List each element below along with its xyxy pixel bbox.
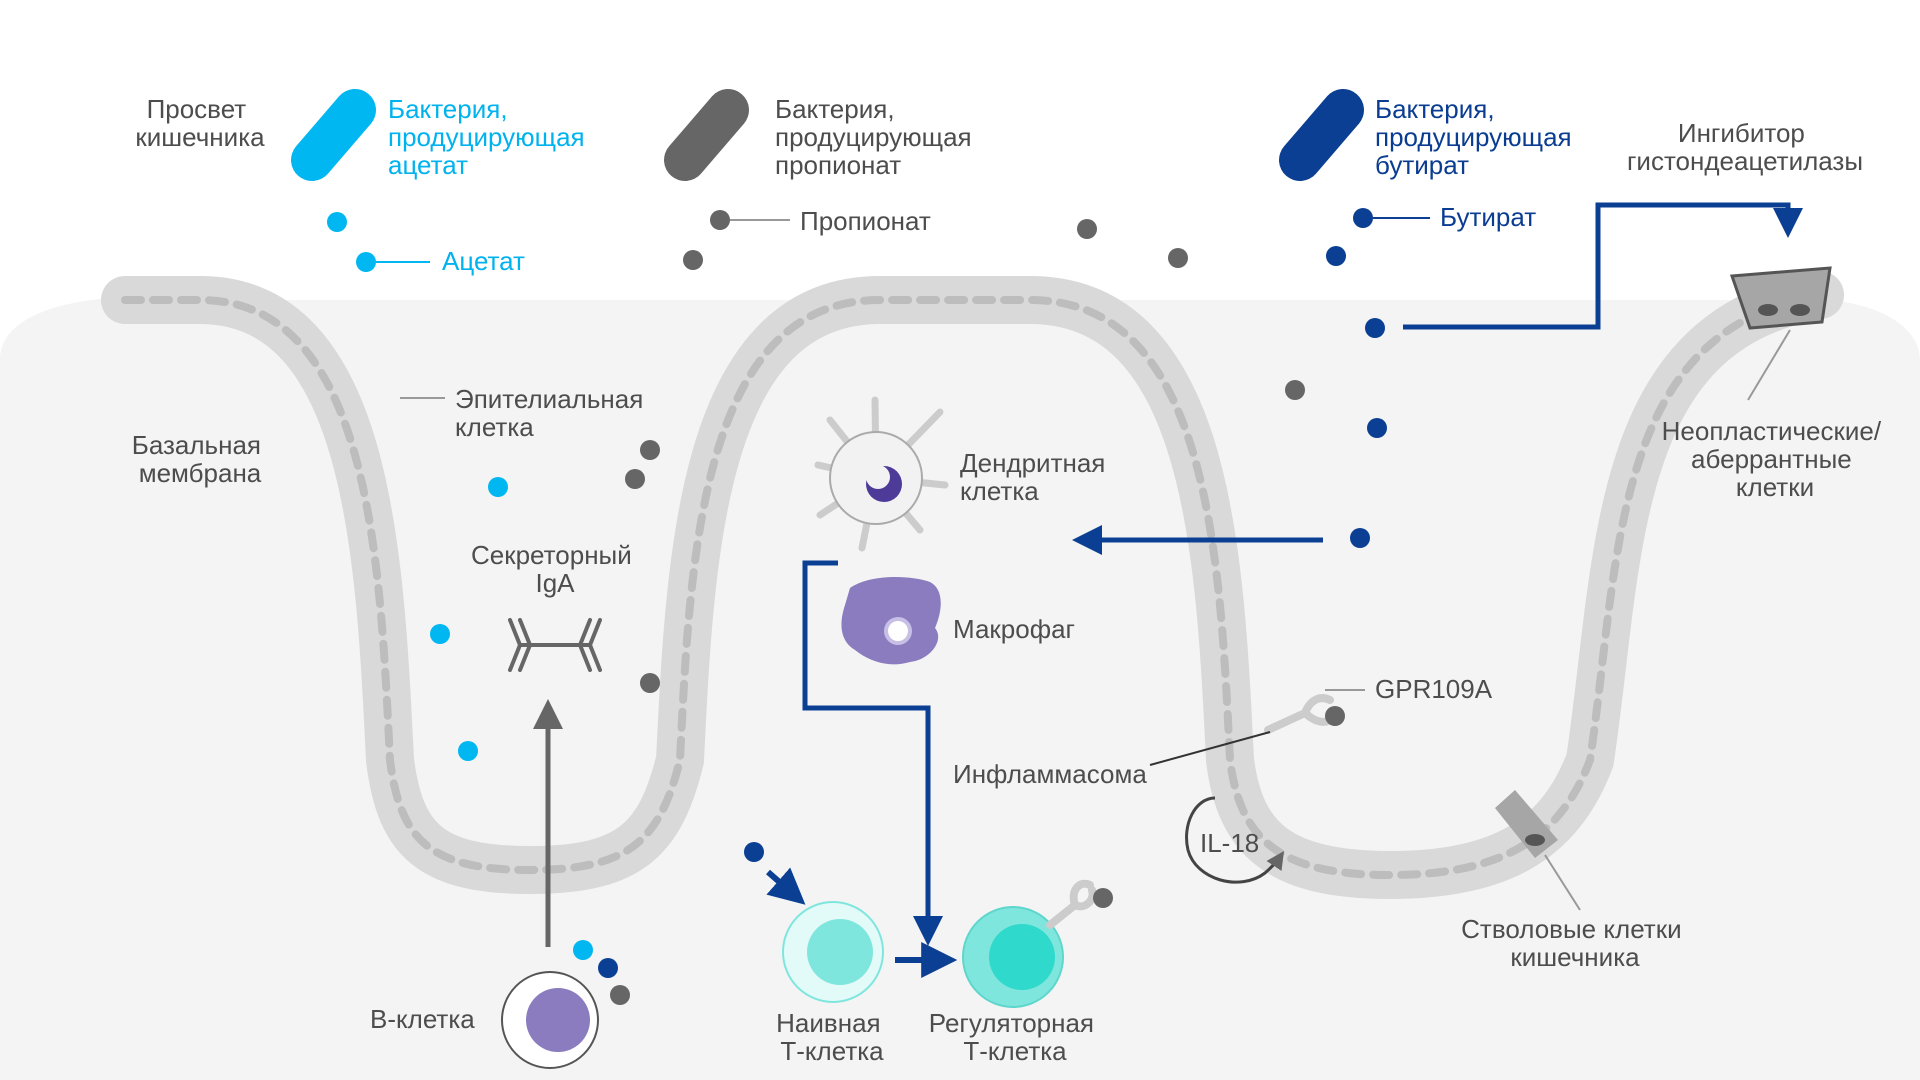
acetate-dot: [573, 940, 593, 960]
propionate-dot: [1093, 888, 1113, 908]
regulatory-t-cell-nucleus: [989, 924, 1055, 990]
propionate-dot: [640, 440, 660, 460]
butyrate-label: Бутират: [1440, 202, 1536, 232]
acetate-dot: [458, 741, 478, 761]
acetate-dot: [356, 252, 376, 272]
il18-loop-arrow: [1185, 796, 1284, 884]
propionate-label: Пропионат: [800, 206, 931, 236]
butyrate-dot: [744, 842, 764, 862]
lumen-label: Просвет кишечника: [135, 94, 265, 152]
treg-receptor-icon: [1046, 879, 1097, 929]
propionate-dot: [610, 985, 630, 1005]
dendritic-cell-icon: [814, 396, 949, 552]
propionate-dot: [640, 673, 660, 693]
hdac-inhibitor-label: Ингибитор гистондеацетилазы: [1627, 118, 1863, 176]
butyrate-bacterium-icon: [1279, 89, 1364, 181]
butyrate-dot: [598, 958, 618, 978]
gpr109a-label: GPR109A: [1375, 674, 1493, 704]
treg-pathway-arrow: [802, 560, 943, 946]
b-cell-nucleus: [526, 988, 590, 1052]
butyrate-dot: [1365, 318, 1385, 338]
butyrate-bacterium-label: Бактерия, продуцирующая бутират: [1375, 94, 1579, 180]
stem-cells-label: Стволовые клетки кишечника: [1461, 914, 1689, 972]
naive-t-cell-label: Наивная Т-клетка: [776, 1008, 888, 1066]
neoplastic-cell-icon: [1729, 266, 1832, 330]
neoplastic-label: Неопластические/ аберрантные клетки: [1662, 416, 1889, 502]
stem-cells-leader: [1544, 854, 1581, 911]
propionate-bacterium-icon: [664, 89, 749, 181]
propionate-bacterium-label: Бактерия, продуцирующая пропионат: [775, 94, 979, 180]
inflammasome-label: Инфламмасома: [953, 759, 1147, 789]
propionate-dot: [1285, 380, 1305, 400]
neoplastic-leader: [1747, 329, 1791, 401]
butyrate-dot: [1350, 528, 1370, 548]
acetate-label: Ацетат: [442, 246, 525, 276]
propionate-dot: [1077, 219, 1097, 239]
inflammasome-leader: [1149, 731, 1271, 766]
butyrate-dot: [1326, 246, 1346, 266]
stem-cell-nucleus: [1525, 834, 1545, 846]
macrophage-nucleus: [884, 617, 912, 645]
dendritic-cell-label: Дендритная клетка: [960, 448, 1113, 506]
antibody-iga-icon: [508, 618, 602, 672]
neoplastic-nucleus: [1790, 304, 1810, 316]
epithelium-dashes: [121, 291, 1824, 880]
butyrate-to-naive-arrow: [766, 867, 806, 905]
propionate-dot: [1325, 706, 1345, 726]
hdac-pathway-arrow: [1403, 202, 1803, 330]
basal-membrane-label: Базальная мембрана: [132, 430, 268, 488]
neoplastic-nucleus: [1758, 304, 1778, 316]
propionate-dot: [683, 250, 703, 270]
propionate-dot: [710, 210, 730, 230]
acetate-bacterium-icon: [291, 89, 376, 181]
acetate-dot: [430, 624, 450, 644]
acetate-dot: [488, 477, 508, 497]
il18-label: IL-18: [1200, 828, 1259, 858]
regulatory-t-cell-label: Регуляторная Т-клетка: [929, 1008, 1102, 1066]
secretory-iga-label: Секреторный IgA: [471, 540, 639, 598]
epithelial-cell-label: Эпителиальная клетка: [455, 384, 651, 442]
propionate-dot: [1168, 248, 1188, 268]
acetate-bacterium-label: Бактерия, продуцирующая ацетат: [388, 94, 592, 180]
propionate-dot: [625, 469, 645, 489]
macrophage-label: Макрофаг: [953, 614, 1075, 644]
naive-t-cell-nucleus: [807, 919, 873, 985]
butyrate-dot: [1367, 418, 1387, 438]
acetate-dot: [327, 212, 347, 232]
butyrate-dot: [1353, 208, 1373, 228]
b-cell-label: В-клетка: [370, 1004, 475, 1034]
